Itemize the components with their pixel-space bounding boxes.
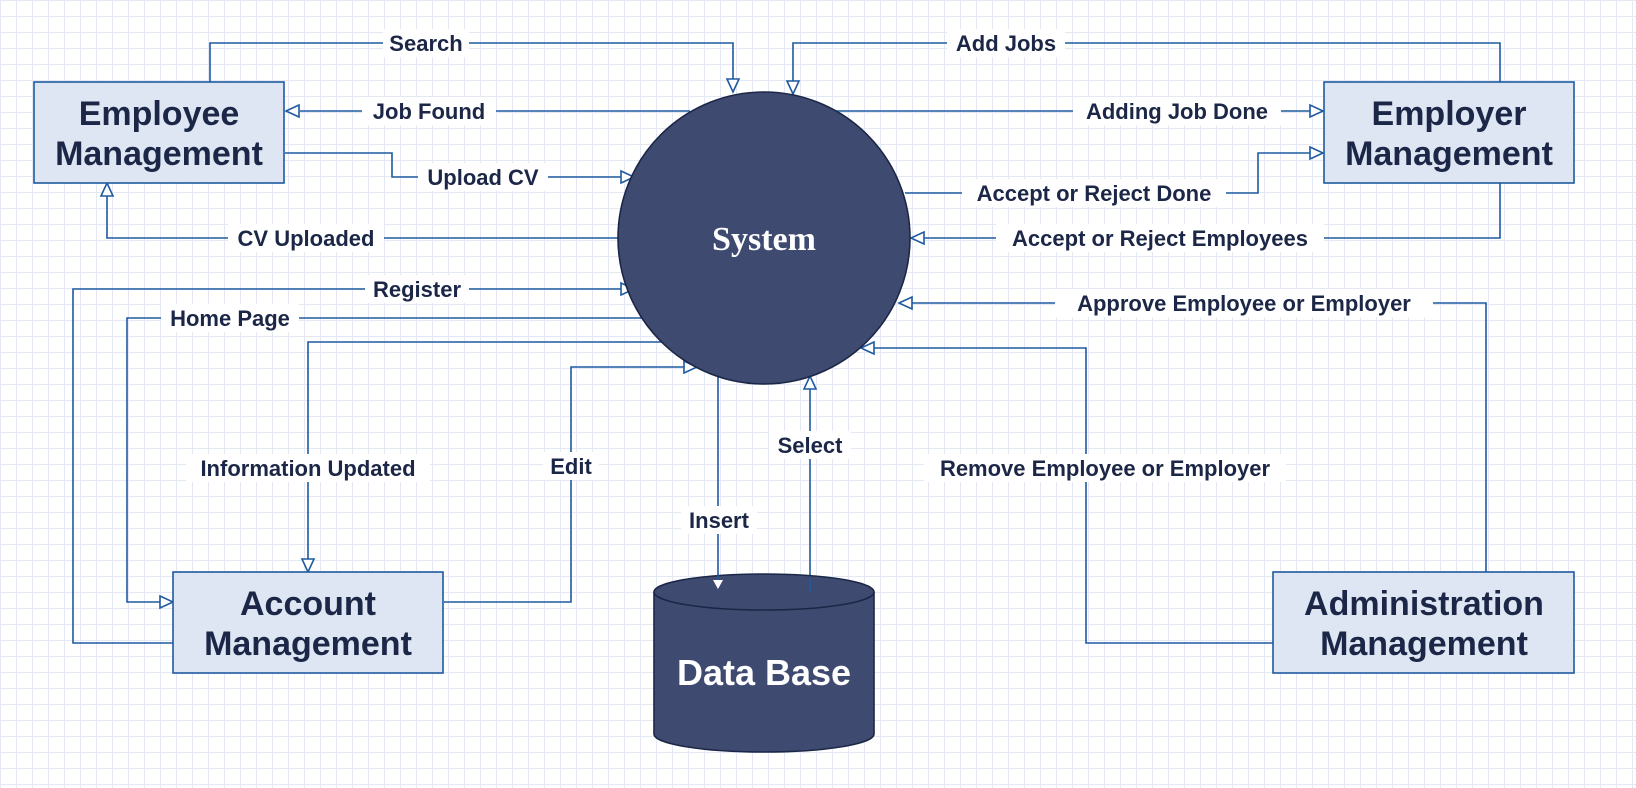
edge-add-jobs <box>792 42 1501 82</box>
account-management-line2: Management <box>204 625 412 663</box>
arrowhead-accept-reject-employees <box>909 230 925 246</box>
arrowhead-insert <box>713 580 723 589</box>
arrowhead-cv-uploaded <box>99 181 115 197</box>
employer-management-line2: Management <box>1345 135 1553 173</box>
arrowhead-upload-cv <box>620 169 636 185</box>
edge-information-updated <box>307 341 665 565</box>
label-adding-job-done: Adding Job Done <box>1086 99 1268 124</box>
label-search: Search <box>389 31 462 56</box>
label-information-updated: Information Updated <box>200 456 415 481</box>
arrowhead-search <box>725 78 741 94</box>
arrowhead-information-updated <box>300 558 316 574</box>
label-job-found: Job Found <box>373 99 485 124</box>
label-upload-cv: Upload CV <box>427 165 539 190</box>
edge-search <box>209 42 734 82</box>
edge-approve <box>912 302 1487 572</box>
label-edit: Edit <box>550 454 592 479</box>
system-label: System <box>712 221 816 258</box>
arrowhead-approve <box>897 295 913 311</box>
account-management-box: Account Management <box>172 571 444 674</box>
employer-management-line1: Employer <box>1372 95 1527 133</box>
employee-management-line2: Management <box>55 135 263 173</box>
employee-management-box: Employee Management <box>33 81 285 184</box>
account-management-line1: Account <box>240 585 376 623</box>
arrowhead-add-jobs <box>785 80 801 96</box>
arrowhead-select <box>802 374 818 390</box>
edge-register <box>72 288 622 644</box>
label-accept-reject-done: Accept or Reject Done <box>977 181 1212 206</box>
administration-management-line1: Administration <box>1304 585 1544 623</box>
edge-remove <box>874 347 1273 644</box>
label-register: Register <box>373 277 461 302</box>
arrowhead-remove <box>859 340 875 356</box>
label-insert: Insert <box>689 508 750 533</box>
arrowhead-job-found <box>284 103 300 119</box>
label-cv-uploaded: CV Uploaded <box>238 226 375 251</box>
database-label: Data Base <box>677 652 851 693</box>
edge-cv-uploaded <box>106 195 620 239</box>
edge-edit <box>444 366 685 603</box>
label-select: Select <box>778 433 843 458</box>
database-store: Data Base <box>653 573 875 753</box>
label-add-jobs: Add Jobs <box>956 31 1056 56</box>
label-accept-reject-employees: Accept or Reject Employees <box>1012 226 1308 251</box>
system-process: System <box>617 91 911 385</box>
edge-labels: Search Job Found Upload CV CV Uploaded A… <box>161 29 1433 534</box>
employer-management-box: Employer Management <box>1323 81 1575 184</box>
administration-management-line2: Management <box>1320 625 1528 663</box>
arrowhead-home-page <box>159 594 175 610</box>
arrowhead-adding-job-done <box>1309 103 1325 119</box>
administration-management-box: Administration Management <box>1272 571 1575 674</box>
employee-management-line1: Employee <box>79 95 240 133</box>
edge-home-page <box>126 317 645 603</box>
label-approve: Approve Employee or Employer <box>1077 291 1411 316</box>
edges <box>72 42 1501 644</box>
label-remove: Remove Employee or Employer <box>940 456 1271 481</box>
label-home-page: Home Page <box>170 306 290 331</box>
arrowhead-accept-reject-done <box>1309 145 1325 161</box>
arrowheads <box>99 78 1325 610</box>
